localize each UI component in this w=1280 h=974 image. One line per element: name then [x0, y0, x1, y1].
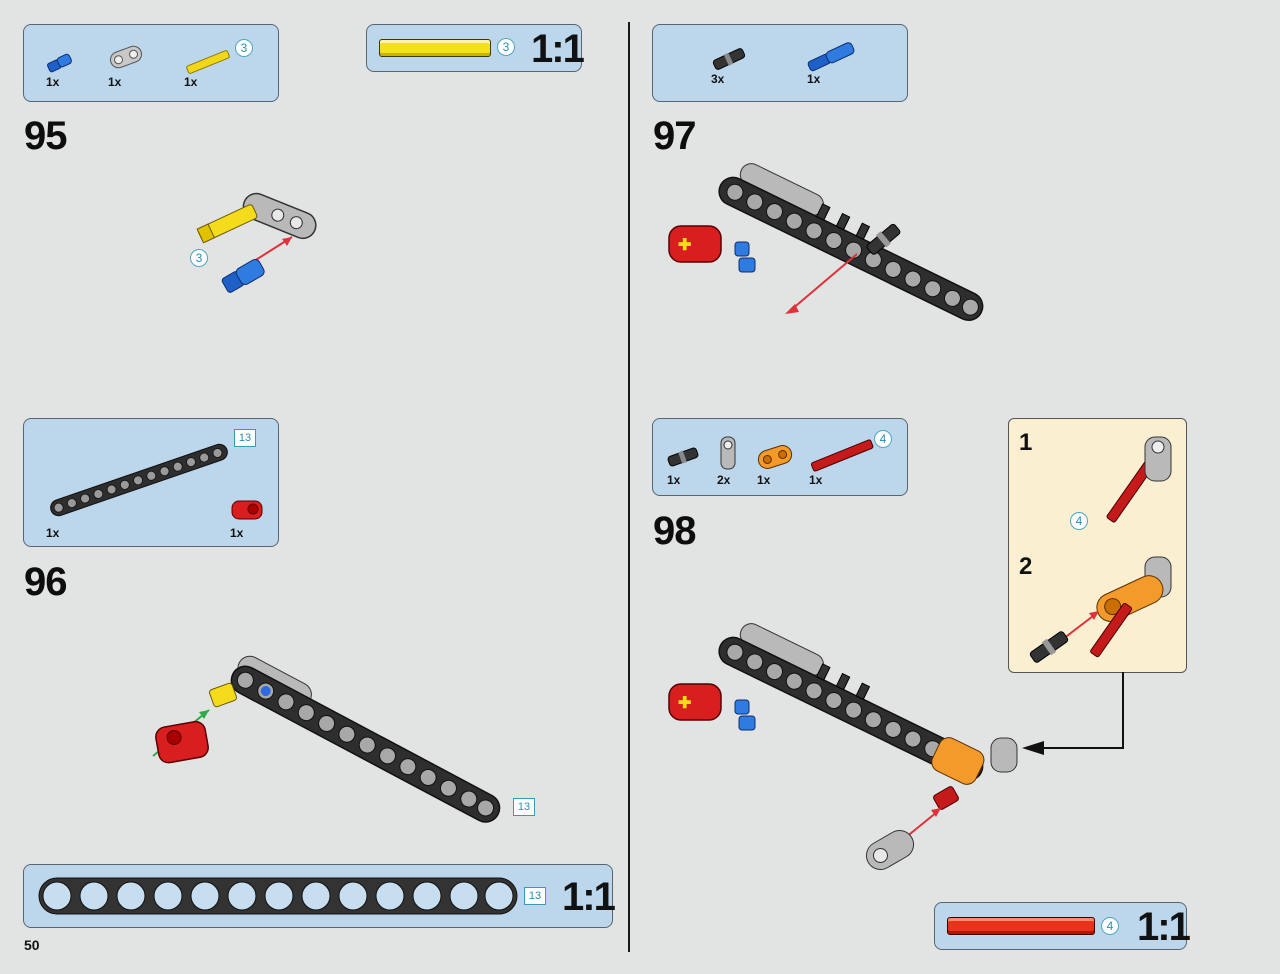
qty-orange-connector: 1x [757, 473, 771, 487]
ruler-length-badge: 3 [497, 38, 515, 56]
red-connector-part [231, 500, 263, 520]
step-number-97: 97 [653, 114, 696, 158]
step-number-98: 98 [653, 509, 696, 553]
qty-beam: 1x [46, 526, 60, 540]
qty-blue-pin: 1x [46, 75, 60, 89]
parts-list-97: 3x 1x [652, 24, 908, 102]
sub-step-1: 1 [1019, 429, 1033, 456]
assembly-step-98: ✚ [668, 623, 1018, 870]
axle-length-badge-98: 4 [874, 430, 892, 448]
assembly-step-97: ✚ [668, 163, 984, 321]
step-number-96: 96 [24, 560, 67, 604]
axle-length-callout-sub1: 4 [1070, 512, 1088, 530]
grey-connector-part [109, 45, 143, 69]
axle-length-badge: 3 [235, 39, 253, 57]
qty-connector: 1x [108, 75, 122, 89]
callout-pointer [1022, 672, 1124, 755]
assembly-step-95 [196, 192, 317, 293]
ruler-length-badge-96: 13 [524, 887, 546, 905]
qty-blue-pin-97: 1x [807, 72, 821, 86]
black-pin-part-98 [667, 447, 699, 467]
svg-text:✚: ✚ [678, 237, 691, 254]
blue-pin-part [47, 53, 72, 73]
step-number-95: 95 [24, 114, 67, 158]
ruler-length-badge-98: 4 [1101, 917, 1119, 935]
axle-length-callout-95: 3 [190, 249, 208, 267]
blue-long-pin-part [807, 42, 855, 72]
page-divider [628, 22, 630, 952]
sub-step-2-illustration [1029, 556, 1172, 663]
beam-length-callout-96: 13 [513, 798, 535, 816]
scale-label-96: 1:1 [562, 875, 616, 919]
red-axle-ruler [947, 917, 1095, 935]
qty-black-pin-98: 1x [667, 473, 681, 487]
parts-list-95: 1x 1x 1x 3 [23, 24, 279, 102]
sub-step-2: 2 [1019, 553, 1033, 580]
ruler-box-95: 3 1:1 [366, 24, 585, 72]
parts-list-98: 1x 2x 1x 1x 4 [652, 418, 908, 496]
parts-list-96: 1x 13 1x [23, 418, 279, 547]
ruler-box-98: 4 1:1 [934, 902, 1191, 950]
yellow-axle-part [186, 50, 230, 74]
qty-red-connector: 1x [230, 526, 244, 540]
sub-step-1-illustration [1106, 436, 1172, 523]
svg-text:✚: ✚ [678, 695, 691, 712]
grey-connector-part-98 [720, 436, 736, 470]
yellow-axle-ruler [379, 39, 491, 57]
scale-label-98: 1:1 [1137, 905, 1191, 949]
black-beam-13-part [50, 443, 228, 517]
scale-label: 1:1 [531, 27, 585, 71]
black-pin-part [712, 48, 746, 70]
ruler-box-96: 13 1:1 [23, 864, 616, 928]
beam-length-badge: 13 [234, 429, 256, 447]
beam-ruler [38, 877, 518, 915]
orange-connector-part [757, 445, 793, 469]
sub-assembly-callout: 1 4 2 [1008, 418, 1187, 673]
page-number: 50 [24, 937, 40, 953]
qty-red-axle: 1x [809, 473, 823, 487]
qty-grey-connector: 2x [717, 473, 731, 487]
qty-yellow-axle: 1x [184, 75, 198, 89]
assembly-step-96 [152, 655, 501, 823]
red-axle-part [810, 439, 874, 472]
qty-black-pin: 3x [711, 72, 725, 86]
